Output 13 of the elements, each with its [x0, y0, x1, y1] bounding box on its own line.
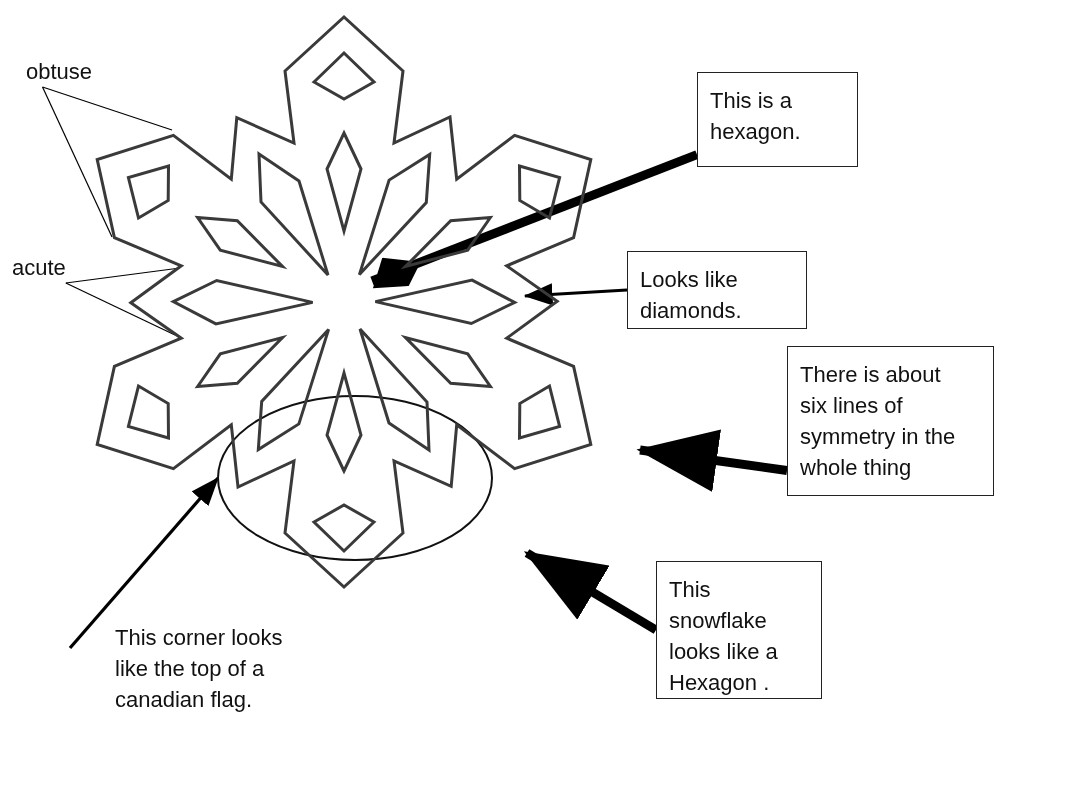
arrow [523, 283, 628, 306]
note-box: There is about six lines of symmetry in the whole thing [787, 346, 994, 496]
note-text: This corner looks like the top of a canadian flag. [115, 625, 283, 712]
arrow [68, 476, 220, 650]
leader-line [41, 86, 113, 238]
leader-line [65, 282, 176, 336]
leader-line [41, 86, 173, 131]
note-box: This is a hexagon. [697, 72, 858, 167]
note-box: This snowflake looks like a Hexagon . [656, 561, 822, 699]
angle-label: obtuse [26, 59, 93, 84]
note-box: Looks like diamonds. [627, 251, 807, 329]
angle-label: acute [12, 255, 66, 280]
arrow [636, 429, 788, 492]
